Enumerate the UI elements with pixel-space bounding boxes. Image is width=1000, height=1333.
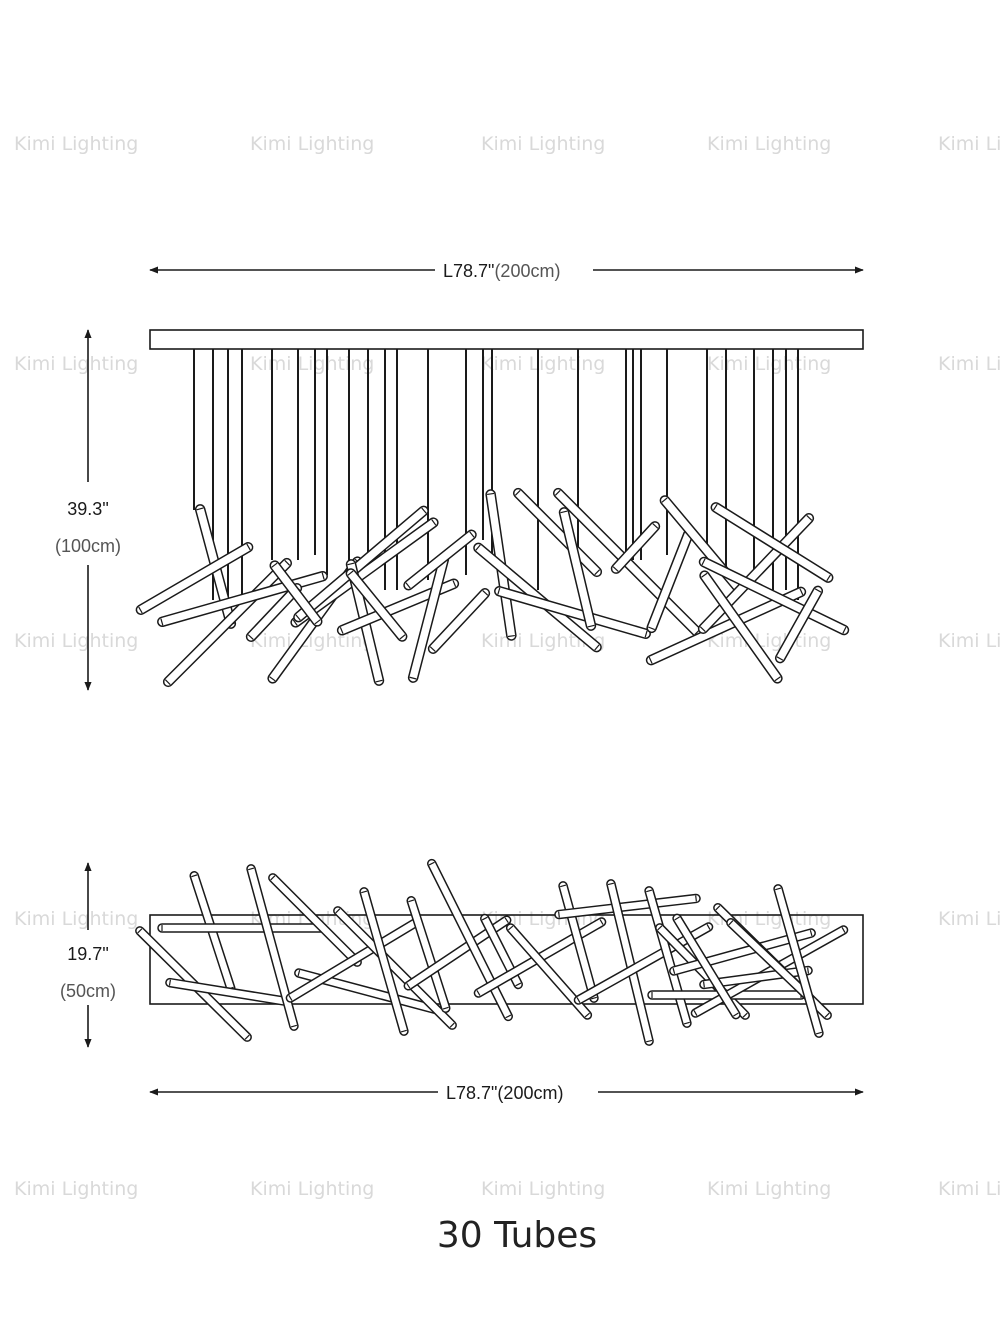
light-tube — [710, 502, 834, 583]
light-tube — [698, 556, 850, 636]
watermark-text: Kimi Lighting — [14, 353, 138, 375]
light-tube — [269, 560, 323, 627]
light-tube — [427, 588, 491, 654]
watermark-text: Kimi Lighting — [14, 908, 138, 930]
watermark-text: Kimi Lighting — [250, 133, 374, 155]
light-tube — [774, 585, 824, 664]
watermark-text: Kimi Lighting — [707, 353, 831, 375]
top-width-inch: 19.7" — [67, 944, 108, 964]
top-length-label: L78.7"(200cm) — [446, 1083, 563, 1103]
light-tube — [246, 864, 299, 1031]
light-tube — [699, 570, 783, 684]
light-tube — [293, 505, 429, 623]
watermark-text: Kimi Lighting — [938, 630, 1000, 652]
light-tube — [135, 542, 254, 615]
watermark-text: Kimi Lighting — [14, 630, 138, 652]
top-tubes — [135, 858, 849, 1046]
light-tube — [336, 578, 460, 636]
watermark-text: Kimi Lighting — [250, 630, 374, 652]
watermark-text: Kimi Lighting — [938, 353, 1000, 375]
watermark-text: Kimi Lighting — [481, 1178, 605, 1200]
watermark-text: Kimi Lighting — [938, 908, 1000, 930]
light-tube — [554, 893, 701, 920]
watermark-text: Kimi Lighting — [707, 630, 831, 652]
watermark-text: Kimi Lighting — [14, 133, 138, 155]
ceiling-canopy — [149, 329, 864, 350]
light-tube — [672, 913, 741, 1020]
light-tube — [333, 906, 457, 1030]
front-height-inch: 39.3" — [67, 499, 108, 519]
light-tube — [512, 487, 603, 578]
light-tube — [406, 896, 451, 1013]
light-tube — [610, 521, 661, 574]
front-length-label: L78.7"(200cm) — [443, 261, 560, 281]
light-tube — [558, 507, 597, 631]
watermark-text: Kimi Lighting — [707, 133, 831, 155]
watermark-text: Kimi Lighting — [707, 1178, 831, 1200]
light-tube — [427, 858, 513, 1022]
light-tube — [359, 887, 409, 1036]
suspension-wires — [193, 349, 799, 600]
top-width-cm: (50cm) — [60, 981, 116, 1001]
light-tube — [403, 915, 512, 991]
watermark-text: Kimi Lighting — [250, 353, 374, 375]
light-tube — [157, 923, 328, 933]
watermark-text: Kimi Lighting — [481, 133, 605, 155]
front-height-cm: (100cm) — [55, 536, 121, 556]
watermark-text: Kimi Lighting — [250, 1178, 374, 1200]
watermark-text: Kimi Lighting — [938, 1178, 1000, 1200]
front-tubes — [135, 487, 850, 688]
light-tube — [403, 529, 477, 591]
light-tube — [505, 923, 593, 1020]
watermark-text: Kimi Lighting — [938, 133, 1000, 155]
light-tube — [606, 879, 654, 1046]
watermark-text: Kimi Lighting — [481, 353, 605, 375]
top-view: 19.7" (50cm) L78.7"(200cm) — [60, 858, 864, 1103]
light-tube — [645, 586, 807, 666]
light-tube — [494, 586, 651, 639]
watermark-text: Kimi Lighting — [14, 1178, 138, 1200]
tube-count-caption: 30 Tubes — [437, 1215, 597, 1256]
light-tube — [345, 568, 408, 642]
front-view: L78.7"(200cm) 39.3" (100cm) — [55, 261, 864, 691]
